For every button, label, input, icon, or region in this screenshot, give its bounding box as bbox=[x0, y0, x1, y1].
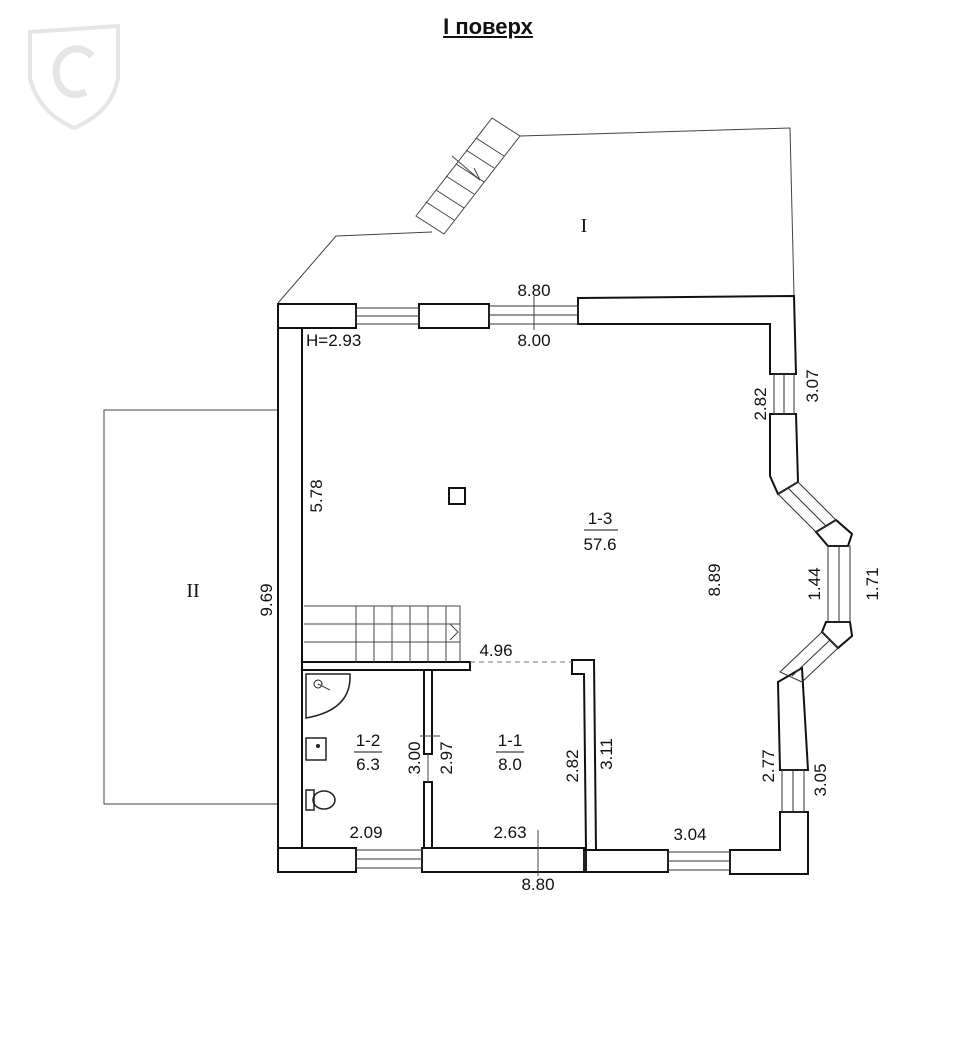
window-right-lower bbox=[781, 769, 805, 813]
dim-right-top-inner: 2.82 bbox=[751, 387, 770, 420]
dim-bay-outer: 1.71 bbox=[863, 567, 882, 600]
exterior-walls bbox=[277, 294, 854, 875]
stairs bbox=[304, 605, 461, 662]
sink-icon bbox=[305, 737, 327, 761]
ceiling-height: H=2.93 bbox=[306, 331, 361, 350]
dim-room-width: 2.63 bbox=[493, 823, 526, 842]
dim-right-top-outer: 3.07 bbox=[803, 369, 822, 402]
window-bottom-mid bbox=[583, 851, 587, 871]
dim-right-bottom-inner: 2.77 bbox=[759, 749, 778, 782]
window-bay-lower bbox=[779, 631, 839, 683]
column bbox=[448, 487, 466, 505]
room-area: 6.3 bbox=[356, 755, 380, 774]
area-label-i: I bbox=[581, 215, 588, 237]
area-label-ii: II bbox=[186, 580, 199, 602]
page-title: І поверх bbox=[443, 14, 533, 39]
dim-room-height: 2.82 bbox=[563, 749, 582, 782]
area-ii-outline bbox=[103, 409, 280, 805]
dim-wc-height-outer: 3.00 bbox=[405, 741, 424, 774]
interior-walls bbox=[301, 659, 598, 851]
dim-room-depth: 8.89 bbox=[705, 563, 724, 596]
window-bay-mid bbox=[827, 545, 851, 623]
dim-partition: 4.96 bbox=[479, 641, 512, 660]
dimension-lines bbox=[420, 296, 539, 876]
room-area: 57.6 bbox=[583, 535, 616, 554]
dim-bay-inner: 1.44 bbox=[805, 567, 824, 600]
room-area: 8.0 bbox=[498, 755, 522, 774]
window-right-upper bbox=[773, 373, 795, 415]
shower-icon bbox=[305, 673, 351, 719]
room-number: 1-1 bbox=[498, 731, 523, 750]
window-bay-upper bbox=[777, 481, 837, 533]
dim-top-outer: 8.80 bbox=[517, 281, 550, 300]
c-shield-logo bbox=[28, 23, 120, 131]
area-i-outline bbox=[277, 117, 795, 304]
window-bottom-left bbox=[355, 849, 423, 869]
window-top-left bbox=[355, 307, 420, 325]
dim-bottom-right: 3.04 bbox=[673, 825, 706, 844]
dim-left-upper: 5.78 bbox=[307, 479, 326, 512]
toilet-icon bbox=[305, 789, 336, 811]
room-number: 1-2 bbox=[356, 731, 381, 750]
windows bbox=[355, 305, 851, 871]
dim-top-inner: 8.00 bbox=[517, 331, 550, 350]
dim-bottom-outer: 8.80 bbox=[521, 875, 554, 894]
dim-wc-width: 2.09 bbox=[349, 823, 382, 842]
dim-wc-height-inner: 2.97 bbox=[437, 741, 456, 774]
room-number: 1-3 bbox=[588, 509, 613, 528]
window-bottom-right bbox=[667, 851, 731, 871]
dim-right-bottom-outer: 3.05 bbox=[811, 763, 830, 796]
dim-corridor-height: 3.11 bbox=[597, 738, 616, 770]
entrance-steps bbox=[415, 117, 521, 235]
dim-left-outer: 9.69 bbox=[257, 583, 276, 616]
